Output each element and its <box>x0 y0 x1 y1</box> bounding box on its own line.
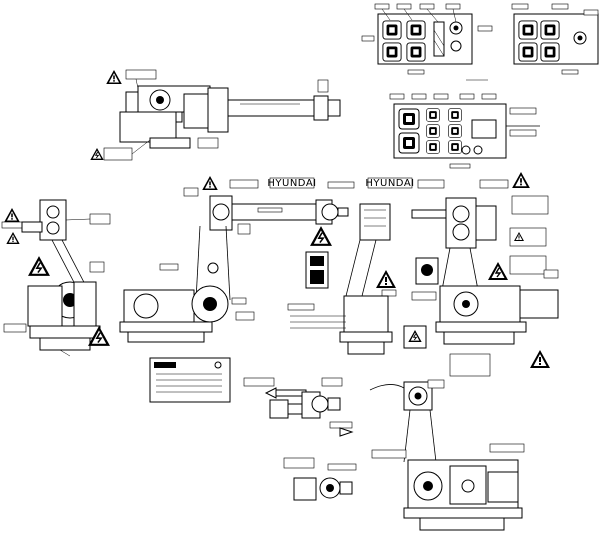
robot-top-view <box>90 69 341 161</box>
connector-panel-small <box>511 3 599 75</box>
connector-panel-main <box>361 3 493 75</box>
connector-panel-lower <box>389 79 540 169</box>
robot-side-view-center <box>119 176 349 343</box>
robot-side-view-left <box>1 199 111 357</box>
wrist-detail-top <box>243 377 354 437</box>
robot-front-view <box>369 379 525 531</box>
brand-label-right-text: HYUNDAI <box>365 178 414 189</box>
brand-label-left: HYUNDAI <box>267 177 316 189</box>
robot-rear-view <box>411 172 559 377</box>
cable-legend <box>287 303 346 329</box>
nameplate <box>149 357 231 403</box>
brand-label-left-text: HYUNDAI <box>267 178 316 189</box>
brand-label-right: HYUNDAI <box>365 177 414 189</box>
robot-side-view-right <box>305 181 439 355</box>
wrist-detail-bottom <box>283 457 357 501</box>
